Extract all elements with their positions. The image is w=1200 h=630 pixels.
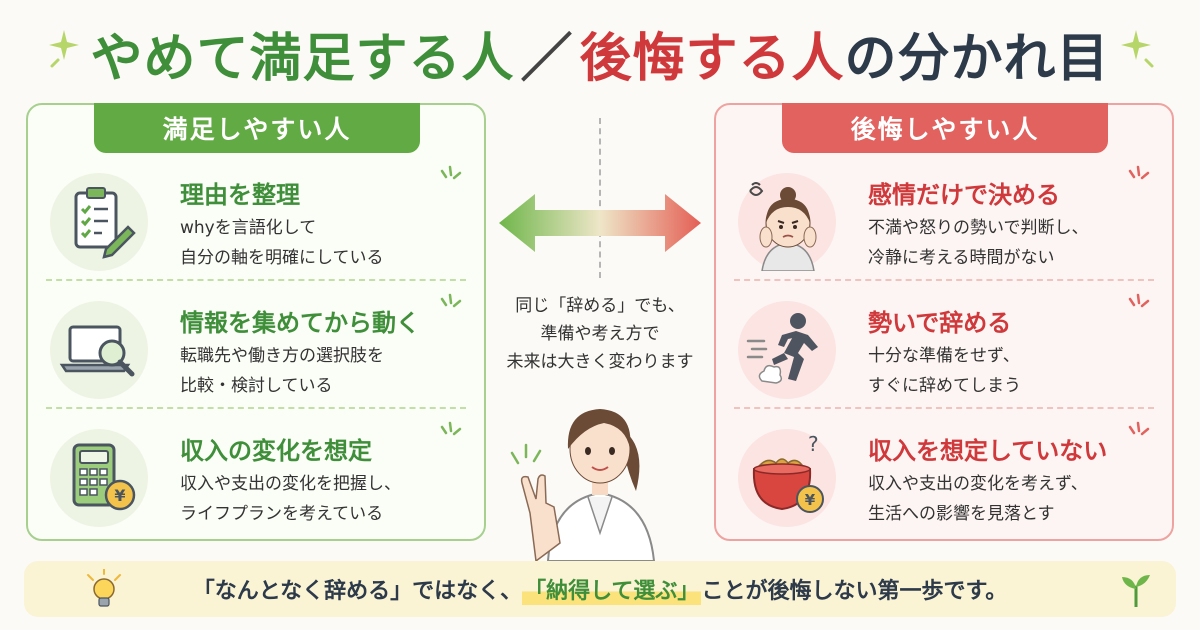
item-title: 収入の変化を想定 [180,437,372,465]
item-description: 不満や怒りの勢いで判断し、 冷静に考える時間がない [868,218,1089,268]
lightbulb-icon [87,569,121,607]
item-description: 収入や支出の変化を考えず、 生活への影響を見落とす [868,474,1088,524]
item-description: 収入や支出の変化を把握し、 ライフプランを考えている [180,474,401,524]
regret-panel-header: 後悔しやすい人 [782,103,1108,153]
accent-lines-icon [1128,165,1150,180]
title-satisfied: やめて満足する人 [90,28,515,89]
item-description: 転職先や働き方の選択肢を 比較・検討している [180,346,384,396]
question-mark-icon: ? [808,432,819,456]
clipboard-icon [50,173,148,271]
sprout-icon [1122,575,1150,607]
bottom-banner: 「なんとなく辞める」ではなく、「納得して選ぶ」ことが後悔しない第一歩です。 [24,561,1176,617]
satisfied-panel-header: 満足しやすい人 [94,103,420,153]
item-description: 十分な準備をせず、 すぐに辞めてしまう [868,346,1021,396]
center-message: 同じ「辞める」でも、 準備や考え方で 未来は大きく変わります [506,296,694,372]
list-item: ? ¥ 収入を想定していない 収入や支出の変化を考えず、 生活への影響を見落とす [716,419,1172,539]
divider [734,407,1154,409]
center-divider [599,118,601,278]
svg-text:¥: ¥ [805,491,816,509]
accent-lines-icon [440,293,462,308]
empty-purse-icon: ? ¥ [738,429,836,527]
divider [734,279,1154,281]
item-title: 感情だけで決める [868,181,1060,209]
running-person-icon [738,301,836,399]
accent-lines-icon [1128,293,1150,308]
item-title: 収入を想定していない [868,437,1108,465]
confused-woman-icon [738,173,836,271]
sparkle-icon [1121,30,1154,68]
accent-lines-icon [440,165,462,180]
banner-message: 「なんとなく辞める」ではなく、「納得して選ぶ」ことが後悔しない第一歩です。 [24,561,1176,617]
accent-lines-icon [1128,421,1150,436]
list-item: 情報を集めてから動く 転職先や働き方の選択肢を 比較・検討している [28,291,484,411]
list-item: 勢いで辞める 十分な準備をせず、 すぐに辞めてしまう [716,291,1172,411]
satisfied-panel: 満足しやすい人 理由を整理 whyを言語化して 自分の軸を明確にしている [26,103,486,541]
item-title: 勢いで辞める [868,309,1012,337]
page-title: やめて満足する人／後悔する人の分かれ目 [0,14,1200,92]
list-item: ¥ 収入の変化を想定 収入や支出の変化を把握し、 ライフプランを考えている [28,419,484,539]
title-slash: ／ [520,28,574,89]
item-title: 情報を集めてから動く [180,309,420,337]
regret-panel: 後悔しやすい人 感情だけで決める 不満や怒りの勢いで判断し、 冷静に考える時間が… [714,103,1174,541]
list-item: 理由を整理 whyを言語化して 自分の軸を明確にしている [28,163,484,283]
calculator-icon: ¥ [50,429,148,527]
divider [46,407,466,409]
svg-text:¥: ¥ [114,486,125,505]
title-suffix: の分かれ目 [844,28,1110,89]
list-item: 感情だけで決める 不満や怒りの勢いで判断し、 冷静に考える時間がない [716,163,1172,283]
banner-highlight: 「納得して選ぶ」 [522,573,702,605]
item-title: 理由を整理 [180,181,300,209]
accent-lines-icon [440,421,462,436]
advisor-woman-icon [510,409,656,561]
item-description: whyを言語化して 自分の軸を明確にしている [180,218,384,268]
title-regret: 後悔する人 [579,28,845,89]
divider [46,279,466,281]
sparkle-icon [49,30,79,68]
double-arrow-icon [499,194,701,252]
laptop-magnifier-icon [50,301,148,399]
